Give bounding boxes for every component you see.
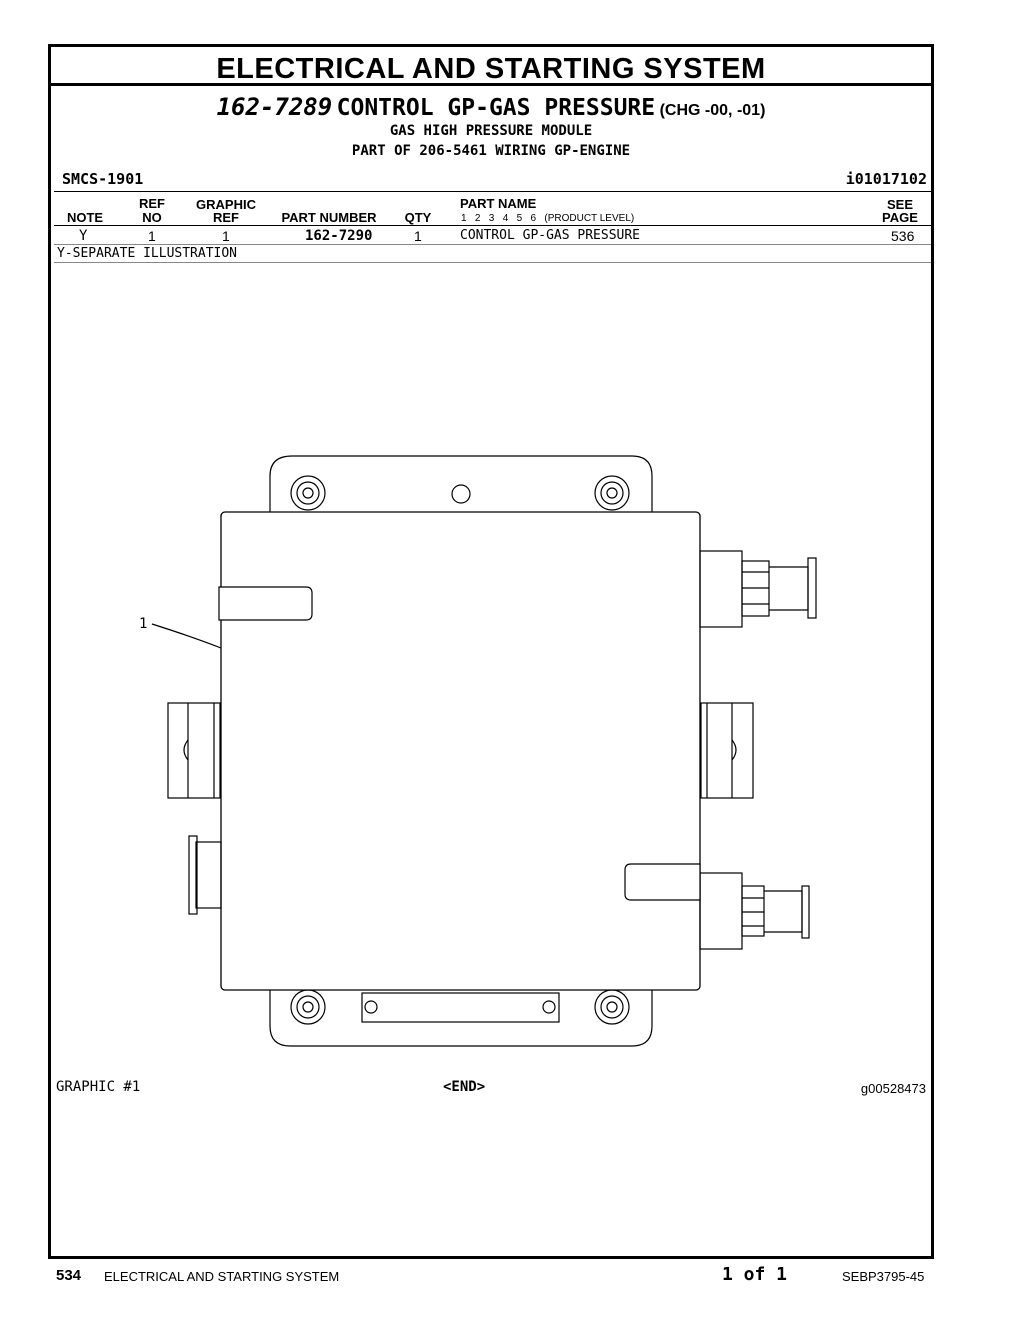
end-mark: <END> (443, 1079, 486, 1095)
part-heading-number: 162-7289 (216, 93, 333, 121)
document-identifier: i01017102 (845, 170, 927, 188)
col-graphic-header-top: GRAPHIC (196, 197, 256, 212)
note-separator (54, 262, 931, 263)
col-part-number-header: PART NUMBER (281, 210, 377, 225)
graphic-label: GRAPHIC #1 (56, 1079, 141, 1095)
col-see-header-bottom: PAGE (882, 210, 918, 225)
row-qty: 1 (414, 228, 422, 244)
part-heading: 162-7289 CONTROL GP-GAS PRESSURE (CHG -0… (51, 93, 931, 121)
col-qty-header: QTY (404, 210, 432, 225)
col-part-name-header: PART NAME (460, 196, 537, 211)
part-heading-name: CONTROL GP-GAS PRESSURE (336, 95, 656, 121)
row-graphic-ref: 1 (222, 228, 230, 244)
smcs-code: SMCS-1901 (62, 170, 144, 188)
graphic-number: g00528473 (860, 1081, 926, 1096)
footer-page-count: 1 of 1 (722, 1264, 788, 1285)
note-separate-illustration: Y-SEPARATE ILLUSTRATION (57, 246, 238, 261)
product-level-header: 1 2 3 4 5 6 (PRODUCT LEVEL) (461, 213, 635, 224)
page-frame: ELECTRICAL AND STARTING SYSTEM 162-7289 … (48, 44, 934, 1259)
col-note-header: NOTE (66, 210, 104, 225)
footer-page-number: 534 (56, 1267, 82, 1284)
footer-document-id: SEBP3795-45 (842, 1269, 925, 1284)
col-see-header-top: SEE (886, 197, 913, 212)
row-part-name: CONTROL GP-GAS PRESSURE (460, 228, 641, 243)
callout-label: 1 (139, 616, 147, 632)
row-ref-no: 1 (148, 228, 156, 244)
col-ref-header-top: REF (139, 196, 165, 211)
row-part-number: 162-7290 (305, 228, 373, 244)
subtitle-module: GAS HIGH PRESSURE MODULE (389, 123, 593, 139)
header-top-rule (54, 191, 931, 192)
subtitle-wiring: PART OF 206-5461 WIRING GP-ENGINE (351, 143, 631, 159)
col-ref-header-bottom: NO (142, 210, 162, 225)
col-graphic-header-bottom: REF (213, 210, 239, 225)
header-bottom-rule (54, 225, 931, 226)
section-title: ELECTRICAL AND STARTING SYSTEM (216, 53, 766, 85)
footer-section: ELECTRICAL AND STARTING SYSTEM (104, 1269, 340, 1284)
row-see-page: 536 (891, 228, 915, 244)
row-separator (54, 244, 931, 245)
title-rule (51, 83, 931, 86)
row-note: Y (79, 228, 88, 244)
part-heading-change: (CHG -00, -01) (659, 102, 766, 119)
